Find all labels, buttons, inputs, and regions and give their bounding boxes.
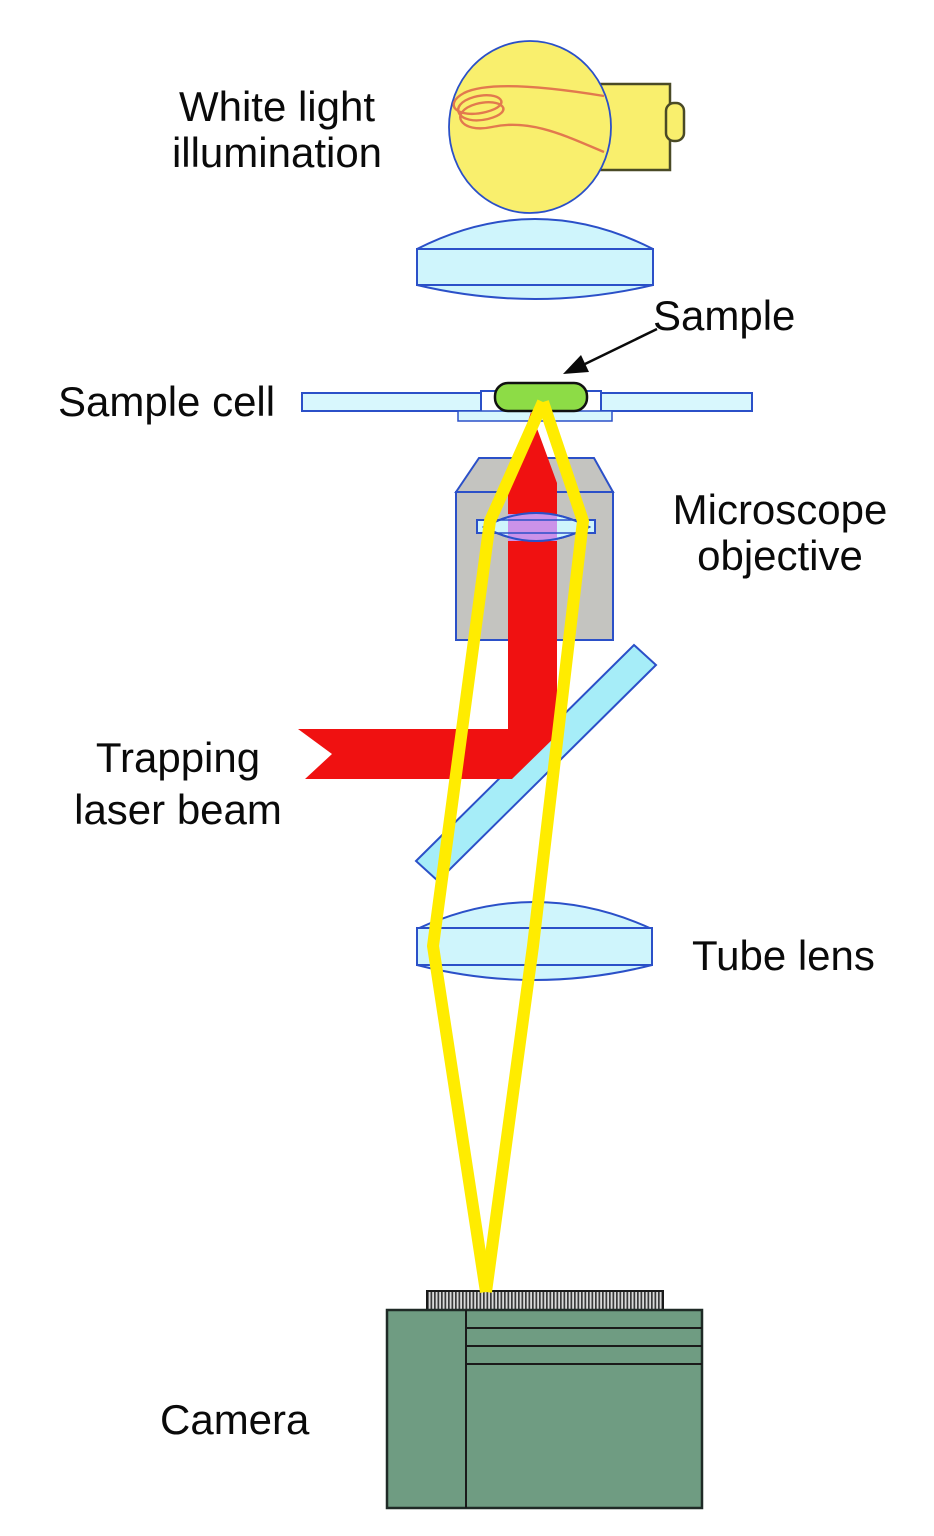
label-sample-cell: Sample cell — [58, 378, 276, 425]
imaging-ray-left — [427, 399, 549, 1293]
label-microscope-line2: objective — [697, 532, 863, 579]
bulb-contact-nub — [664, 101, 686, 143]
objective-lens-glass-outline — [481, 512, 592, 542]
label-white-light-line1: White light — [178, 83, 376, 130]
label-white-light: White light illumination — [112, 84, 442, 176]
condenser-lens-top-curve — [416, 218, 654, 250]
beam-lens-overlap — [508, 514, 557, 541]
label-microscope-objective: Microscope objective — [640, 487, 920, 579]
condenser-lens-body — [416, 248, 654, 286]
sample-arrow-line — [584, 327, 658, 366]
label-trapping-line2: laser beam — [74, 786, 282, 833]
objective-lens-holder-outline — [476, 519, 596, 534]
imaging-rays — [427, 399, 589, 1293]
condenser-lens — [416, 218, 654, 300]
label-trapping-line1: Trapping — [95, 734, 261, 781]
camera — [385, 1290, 704, 1510]
camera-body — [385, 1308, 704, 1510]
bulb-filament — [452, 84, 605, 154]
label-camera: Camera — [160, 1396, 310, 1443]
label-microscope-line1: Microscope — [672, 486, 888, 533]
label-trapping-laser-beam: Trapping laser beam — [30, 732, 326, 836]
light-bulb-icon — [448, 40, 686, 214]
camera-mount — [426, 1290, 664, 1311]
sample-arrowhead — [563, 355, 589, 374]
imaging-ray-right — [480, 400, 589, 1293]
trapping-laser-beam — [298, 412, 557, 779]
objective-lens — [476, 512, 596, 542]
sample-pointer-arrow — [563, 327, 658, 374]
label-sample: Sample — [653, 292, 796, 339]
label-tube-lens: Tube lens — [692, 932, 875, 979]
label-white-light-line2: illumination — [171, 129, 383, 176]
condenser-lens-bottom-curve — [416, 284, 654, 300]
